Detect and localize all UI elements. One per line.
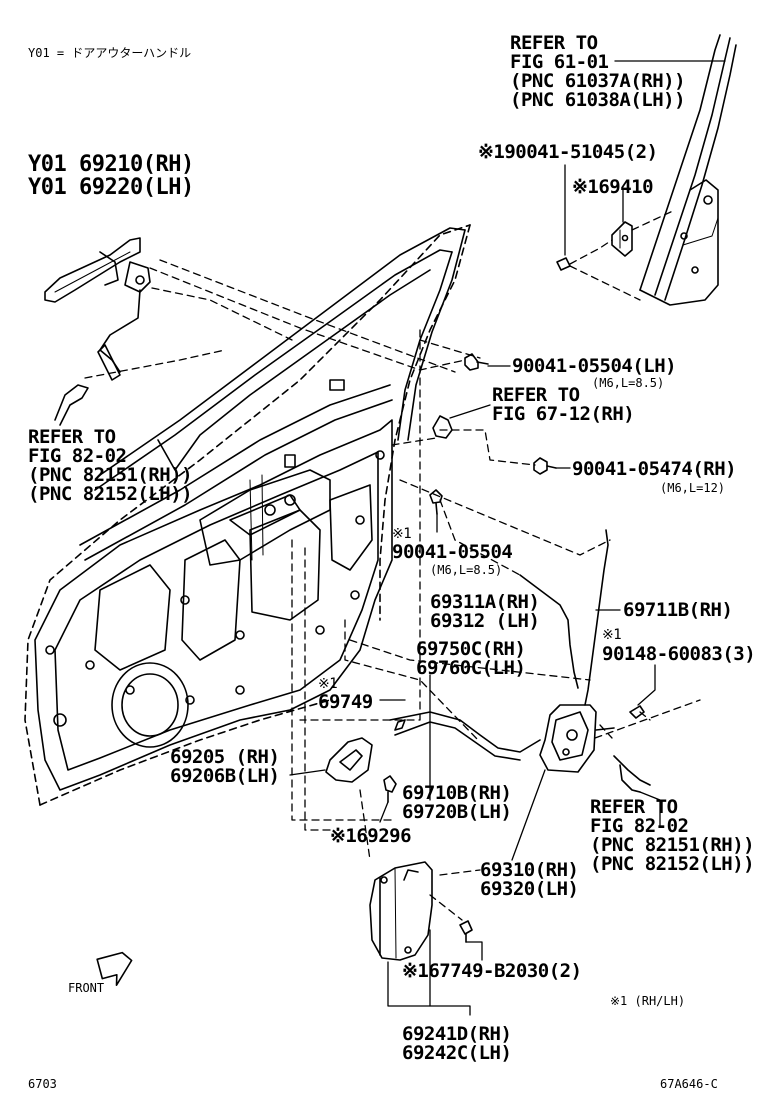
- refer-61-line3: (PNC 61037A(RH)): [510, 70, 686, 92]
- refer-67-line2: FIG 67-12(RH): [492, 403, 635, 425]
- inner-handle-drawing: [325, 737, 397, 803]
- refer-82b-line2: FIG 82-02: [590, 815, 689, 837]
- door-lock-drawing: [539, 704, 651, 793]
- callout-bolt-05504: 90041-05504: [392, 541, 513, 563]
- callout-screw-60083: 90148-60083(3): [602, 643, 756, 665]
- callout-part-69410: ※169410: [572, 176, 654, 198]
- spec-bolt-05474: (M6,L=12): [660, 481, 726, 495]
- dashed-leaders: [84, 209, 701, 921]
- callout-handle-lh: Y01 69220(LH): [28, 175, 194, 200]
- refer-82a-line3: (PNC 82151(RH)): [28, 464, 193, 486]
- note-star1-a: ※1: [392, 526, 412, 542]
- callout-bolt-05474: 90041-05474(RH): [572, 458, 737, 480]
- figure-number: 6703: [28, 1077, 57, 1091]
- callout-bolt-05504-lh: 90041-05504(LH): [512, 355, 677, 377]
- callout-part-69749: 69749: [318, 691, 373, 713]
- callout-cable-69720b: 69720B(LH): [402, 801, 512, 823]
- callout-leaders: [289, 60, 726, 1016]
- lock-rods-drawing: [389, 529, 609, 761]
- bolt-drawings: [429, 257, 571, 515]
- legend-y01: Y01 = ドアアウターハンドル: [28, 46, 192, 60]
- front-label: FRONT: [68, 981, 105, 995]
- lock-cover-drawing: [369, 861, 473, 961]
- window-frame-rear: [639, 34, 737, 306]
- refer-82a-line2: FIG 82-02: [28, 445, 127, 467]
- note-rh-lh: ※1 (RH/LH): [610, 994, 686, 1008]
- note-star1-c: ※1: [318, 676, 338, 692]
- callout-cable-69710b: 69710B(RH): [402, 782, 512, 804]
- callout-rod-69711b: 69711B(RH): [623, 599, 733, 621]
- callout-lock-69320: 69320(LH): [480, 878, 579, 900]
- spec-bolt-05504: (M6,L=8.5): [430, 563, 503, 577]
- callout-cover-69241d: 69241D(RH): [402, 1023, 512, 1045]
- bracket-69410-drawing: [611, 221, 633, 257]
- refer-61-line2: FIG 61-01: [510, 51, 609, 73]
- refer-82b-line3: (PNC 82151(RH)): [590, 834, 755, 856]
- spec-bolt-05504-lh: (M6,L=8.5): [592, 376, 665, 390]
- callout-cable-69750c: 69750C(RH): [416, 638, 526, 660]
- refer-82a-line4: (PNC 82152(LH)): [28, 483, 193, 505]
- note-star1-b: ※1: [602, 627, 622, 643]
- refer-82a-line1: REFER TO: [28, 426, 116, 448]
- callout-bolt-51045: ※190041-51045(2): [478, 141, 658, 163]
- refer-82b-line4: (PNC 82152(LH)): [590, 853, 755, 875]
- refer-82b-line1: REFER TO: [590, 796, 678, 818]
- callout-rod-69311a: 69311A(RH): [430, 591, 540, 613]
- door-inner-panel: [24, 224, 471, 806]
- outer-handle-drawing: [44, 237, 151, 426]
- drawing-number: 67A646-C: [660, 1077, 718, 1091]
- callout-part-69296: ※169296: [330, 825, 412, 847]
- front-arrow-icon: [96, 951, 133, 986]
- callout-handle-rh: Y01 69210(RH): [28, 152, 194, 177]
- callout-cable-69760c: 69760C(LH): [416, 657, 526, 679]
- callout-inner-handle-lh: 69206B(LH): [170, 765, 280, 787]
- refer-61-line1: REFER TO: [510, 32, 598, 54]
- callout-rod-69312: 69312 (LH): [430, 610, 540, 632]
- callout-inner-handle-rh: 69205 (RH): [170, 746, 280, 768]
- refer-67-line1: REFER TO: [492, 384, 580, 406]
- callout-cover-69242c: 69242C(LH): [402, 1042, 512, 1064]
- callout-lock-69310: 69310(RH): [480, 859, 579, 881]
- callout-clip-b2030: ※167749-B2030(2): [402, 960, 582, 982]
- refer-61-line4: (PNC 61038A(LH)): [510, 89, 686, 111]
